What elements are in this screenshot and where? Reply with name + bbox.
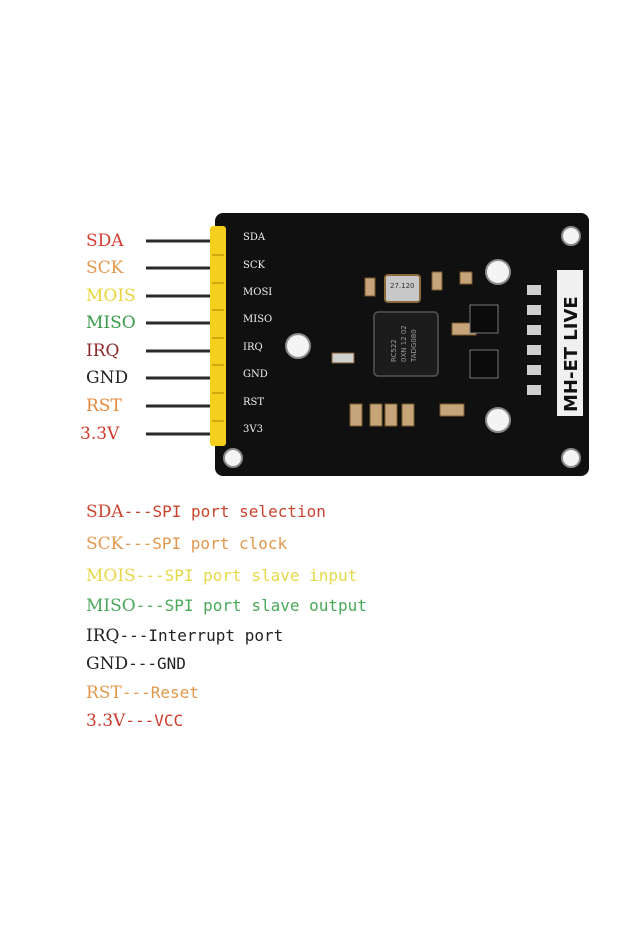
silk-miso: MISO (243, 314, 272, 325)
desc-miso-name: MISO (86, 596, 136, 616)
pin-label-sck: SCK (86, 258, 124, 278)
crystal: 27.120 (384, 274, 421, 303)
desc-sck: SCK---SPI port clock (86, 533, 287, 555)
desc-3v3-text: VCC (154, 711, 184, 730)
svg-text:27.120: 27.120 (390, 282, 415, 290)
desc-rst: RST---Reset (86, 682, 199, 704)
pin-label-sda: SDA (86, 231, 124, 251)
desc-gnd-text: GND (157, 654, 186, 673)
desc-rst-text: Reset (150, 683, 199, 702)
desc-sda: SDA---SPI port selection (86, 501, 326, 523)
silk-3v3: 3V3 (243, 424, 263, 435)
desc-mois-sep: --- (135, 566, 165, 585)
desc-3v3-sep: --- (125, 711, 155, 730)
desc-3v3: 3.3V---VCC (86, 710, 183, 732)
desc-rst-sep: --- (121, 683, 151, 702)
svg-text:RC522: RC522 (390, 339, 398, 362)
silkscreen: SDA SCK MOSI MISO IRQ GND RST 3V3 (243, 232, 272, 435)
desc-gnd-name: GND (86, 654, 129, 674)
transistors (469, 304, 499, 379)
desc-sck-name: SCK (86, 534, 124, 554)
silk-mosi: MOSI (243, 287, 272, 298)
desc-irq-text: Interrupt port (148, 626, 284, 645)
pin-header (210, 226, 226, 446)
rfid-module-board: SDA SCK MOSI MISO IRQ GND RST 3V3 27.120… (146, 213, 589, 476)
pin-label-gnd: GND (86, 368, 129, 388)
desc-miso-text: SPI port slave output (164, 596, 367, 615)
desc-miso-sep: --- (135, 596, 165, 615)
svg-text:TADG080: TADG080 (410, 329, 418, 363)
smd-components (331, 271, 477, 427)
desc-sda-name: SDA (86, 502, 124, 522)
desc-sda-text: SPI port selection (152, 502, 326, 521)
desc-3v3-name: 3.3V (86, 711, 126, 731)
desc-gnd: GND---GND (86, 653, 186, 675)
desc-sda-sep: --- (123, 502, 153, 521)
desc-irq: IRQ---Interrupt port (86, 625, 283, 647)
pin-label-mois: MOIS (86, 286, 136, 306)
pin-label-miso: MISO (86, 313, 136, 333)
desc-mois: MOIS---SPI port slave input (86, 565, 357, 587)
desc-gnd-sep: --- (128, 654, 157, 673)
header-pins (146, 239, 222, 436)
silk-gnd: GND (243, 369, 268, 380)
brand-logo: MH-ET LIVE (557, 270, 583, 416)
pin-label-rst: RST (86, 396, 122, 416)
silk-sck: SCK (243, 260, 266, 271)
svg-text:MH-ET LIVE: MH-ET LIVE (561, 296, 582, 412)
desc-mois-text: SPI port slave input (164, 566, 358, 585)
antenna-pads (527, 285, 541, 395)
pin-label-3v3: 3.3V (80, 424, 120, 444)
desc-miso: MISO---SPI port slave output (86, 595, 367, 617)
desc-irq-sep: --- (119, 626, 149, 645)
silk-rst: RST (243, 397, 264, 408)
svg-text:0XN 12 02: 0XN 12 02 (400, 325, 408, 362)
desc-sck-sep: --- (123, 534, 153, 553)
desc-rst-name: RST (86, 683, 122, 703)
mounting-holes (223, 226, 581, 468)
silk-sda: SDA (243, 232, 266, 243)
desc-mois-name: MOIS (86, 566, 136, 586)
desc-irq-name: IRQ (86, 626, 120, 646)
desc-sck-text: SPI port clock (152, 534, 288, 553)
pin-label-irq: IRQ (86, 341, 120, 361)
silk-irq: IRQ (243, 342, 263, 353)
rc522-chip: RC522 0XN 12 02 TADG080 (373, 311, 439, 377)
